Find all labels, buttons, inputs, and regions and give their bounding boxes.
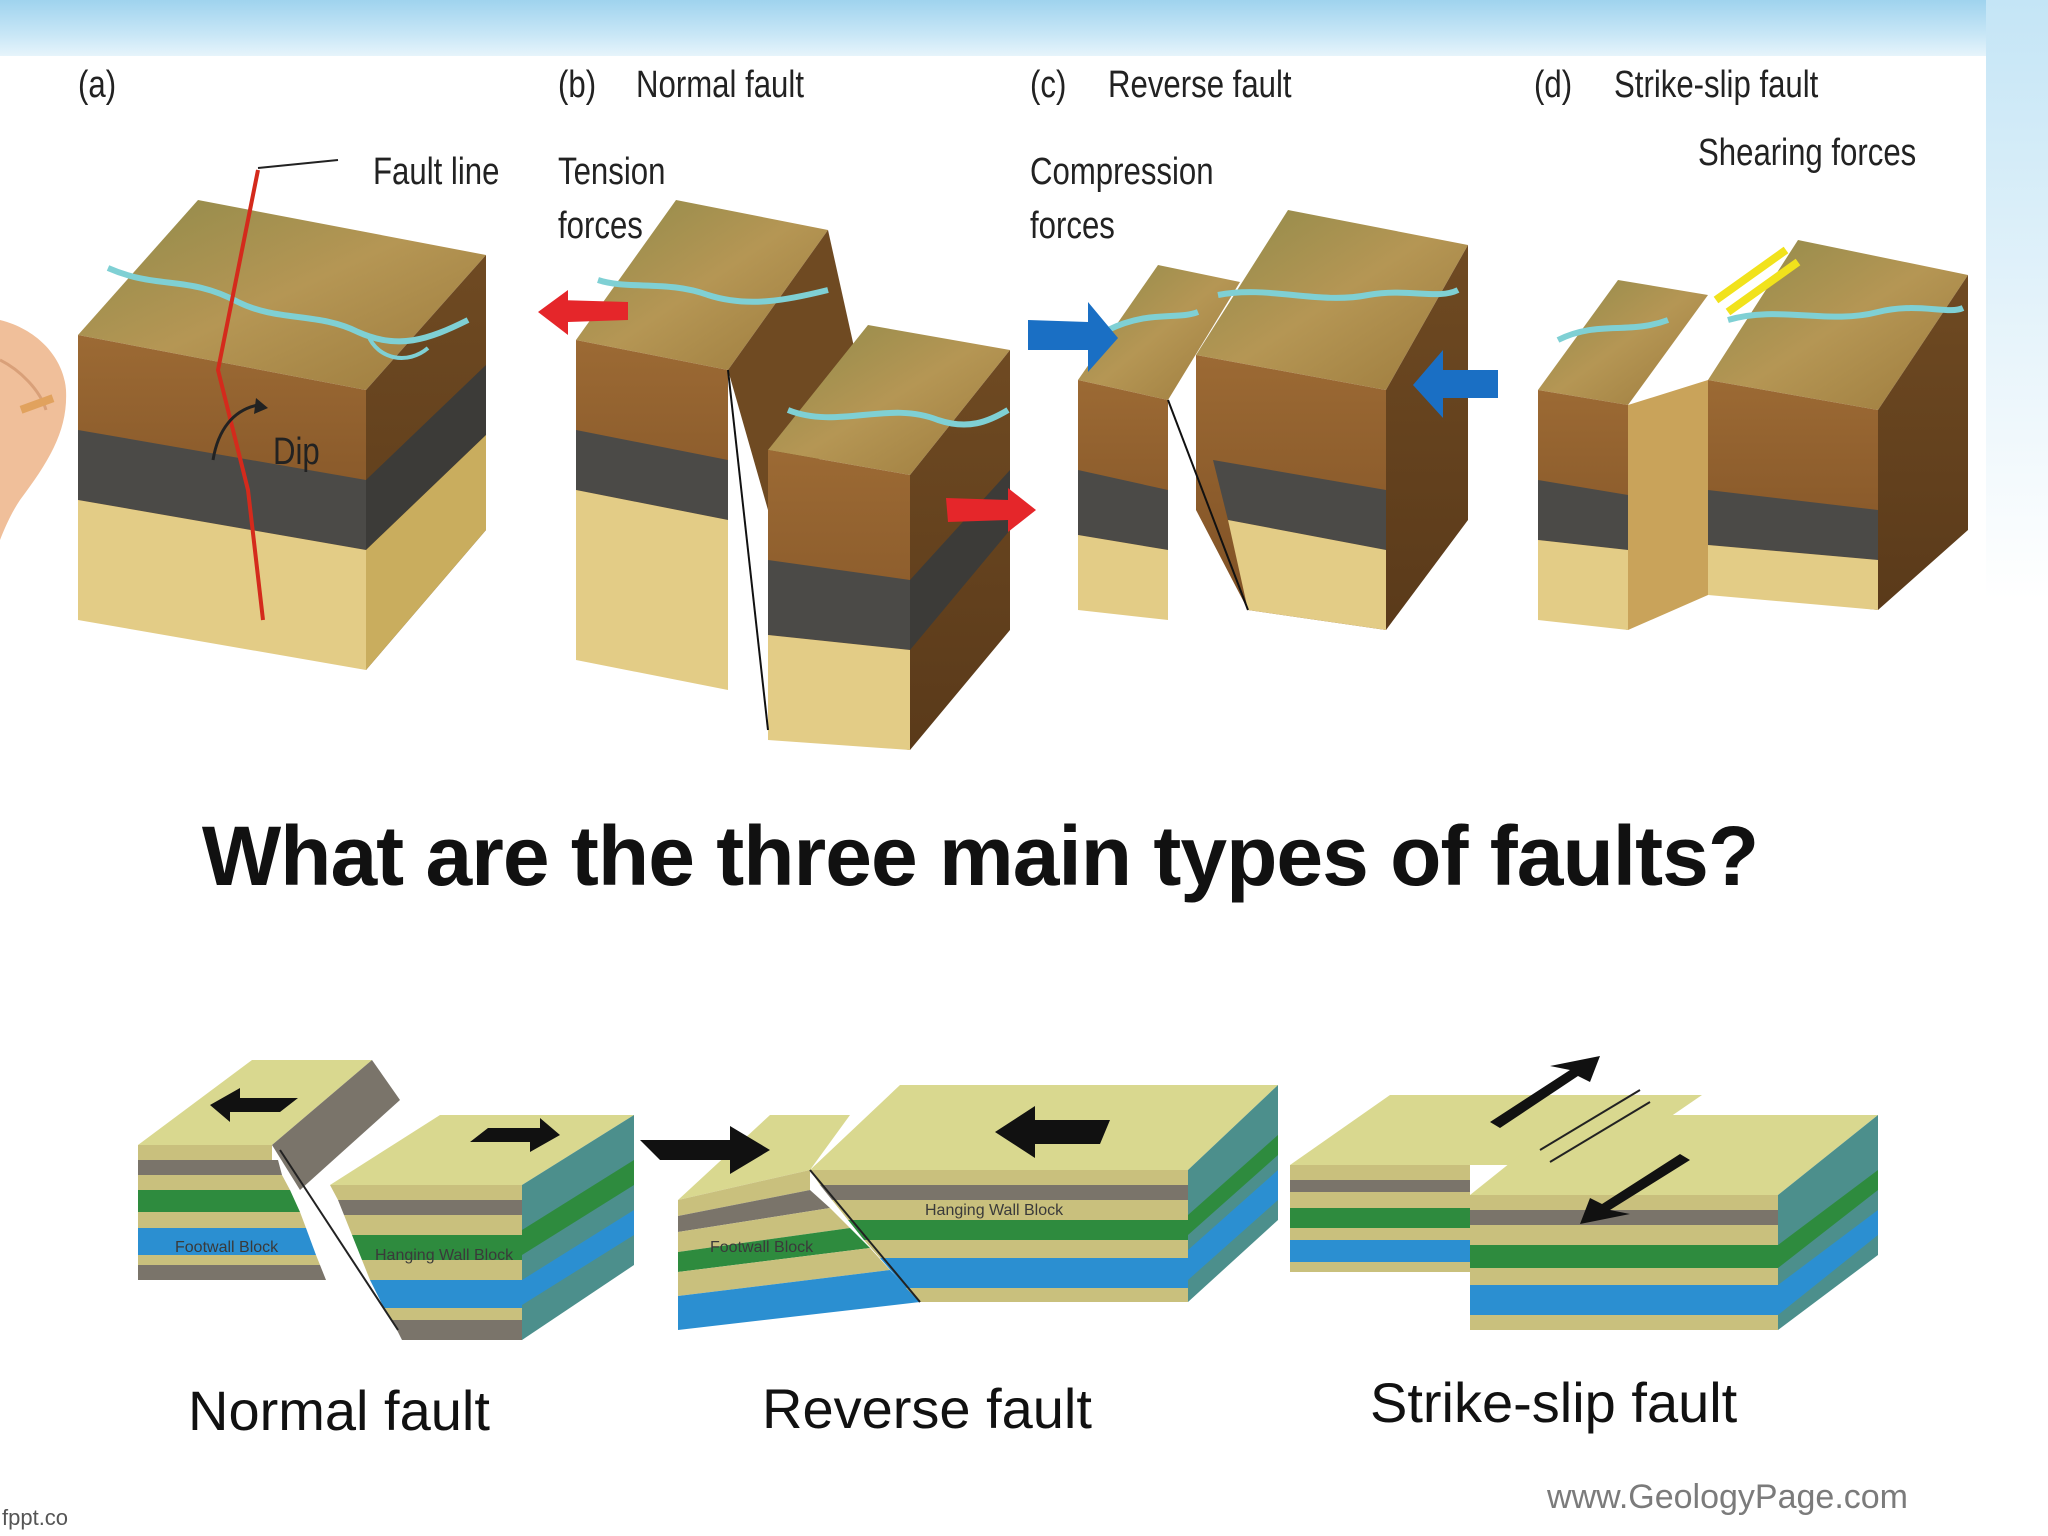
geologypage-watermark: www.GeologyPage.com <box>1547 1478 1908 1516</box>
fppt-brand: fppt.co <box>2 1505 69 1530</box>
sky-background <box>0 0 2048 56</box>
reverse-fault-block: Hanging Wall Block Footwall Block <box>640 1085 1278 1330</box>
normal-hanging-label: Hanging Wall Block <box>375 1247 514 1264</box>
normal-fault-block: Footwall Block Hanging Wall Block <box>138 1060 634 1340</box>
panel-a-letter: (a) <box>78 64 117 106</box>
block-c <box>1028 210 1498 630</box>
fault-types-3d-figure: (a) (b) Normal fault (c) Reverse fault (… <box>68 50 1986 750</box>
block-b <box>538 200 1036 750</box>
layered-fault-blocks: Footwall Block Hanging Wall Block <box>138 1056 1878 1340</box>
block-d <box>1538 240 1968 630</box>
compression-label-1: Compression <box>1030 151 1214 193</box>
reverse-footwall-label: Footwall Block <box>710 1239 814 1256</box>
panel-b-letter: (b) <box>558 64 597 106</box>
reverse-hanging-label: Hanging Wall Block <box>925 1202 1064 1219</box>
tension-label-2: forces <box>558 205 643 247</box>
strike-slip-fault-block <box>1290 1056 1878 1330</box>
fault-line-label: Fault line <box>373 151 500 193</box>
compression-label-2: forces <box>1030 205 1115 247</box>
panel-d-letter: (d) <box>1534 64 1573 106</box>
question-heading: What are the three main types of faults? <box>201 809 1759 903</box>
hand-decoration <box>0 320 67 540</box>
shearing-label: Shearing forces <box>1698 132 1917 174</box>
fault-types-block-diagram: Footwall Block Hanging Wall Block <box>130 1040 1890 1460</box>
panel-d-title: Strike-slip fault <box>1614 64 1819 106</box>
caption-normal-fault: Normal fault <box>188 1379 490 1442</box>
sky-side-strip <box>1986 0 2048 600</box>
panel-b-title: Normal fault <box>636 64 804 106</box>
normal-footwall-label: Footwall Block <box>175 1239 279 1256</box>
panel-c-letter: (c) <box>1030 64 1067 106</box>
tension-label-1: Tension <box>558 151 666 193</box>
caption-strike-slip-fault: Strike-slip fault <box>1370 1371 1738 1434</box>
dip-label: Dip <box>273 431 320 473</box>
caption-reverse-fault: Reverse fault <box>762 1377 1092 1440</box>
fault-blocks-illustration <box>78 159 1968 750</box>
panel-c-title: Reverse fault <box>1108 64 1292 106</box>
block-a <box>78 159 486 670</box>
